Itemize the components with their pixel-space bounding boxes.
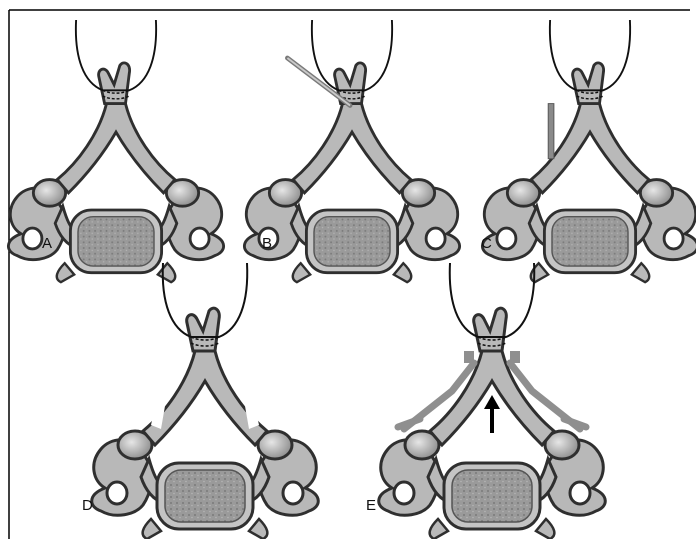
- panel-label-d: D: [82, 497, 93, 514]
- panel-label-a: A: [42, 235, 52, 252]
- expansion-arrow-icon: [484, 395, 500, 433]
- panel-c: [482, 20, 696, 282]
- panel-label-c: C: [481, 235, 492, 252]
- panel-label-e: E: [366, 497, 376, 514]
- cut-instrument-c: [548, 104, 554, 159]
- panel-e: [379, 263, 606, 539]
- panel-b: [244, 20, 459, 282]
- vertebra-c: [482, 63, 696, 282]
- vertebra-d: [92, 308, 319, 539]
- panel-a: [8, 20, 223, 282]
- panel-label-b: B: [262, 235, 272, 252]
- vertebra-b: [244, 63, 459, 282]
- vertebra-a: [8, 63, 223, 282]
- panel-d: [92, 263, 319, 539]
